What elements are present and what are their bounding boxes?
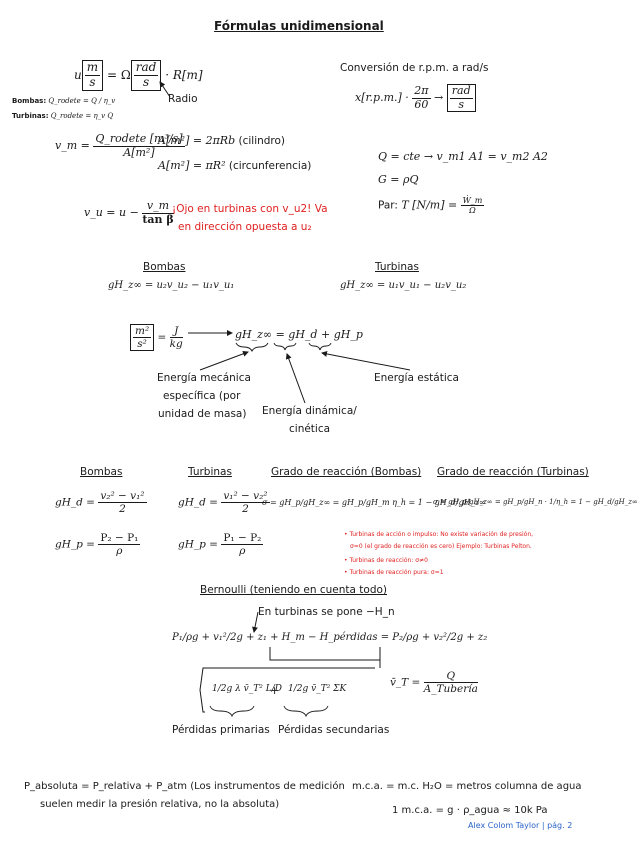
radio-arrow: [159, 81, 171, 98]
bombas-q-rodete: Bombas: Q_rodete = Q / η_v: [12, 97, 116, 105]
sigma-bombas: σ = gH_p/gH_z∞ = gH_p/gH_m η_h = 1 − gH_…: [262, 498, 486, 507]
losses-primary: 1/2g λ v̄_T² L/D: [212, 684, 282, 694]
label-energia-dinamica-2: cinética: [289, 423, 331, 435]
annotation-arrows: [159, 81, 411, 718]
label-energia-mecanica-2: específica (por: [163, 390, 241, 402]
label-energia-estatica: Energía estática: [374, 372, 459, 384]
loss-box-left: [199, 667, 205, 713]
turbinas-q-rodete: Turbinas: Q_rodete = η_v Q: [12, 112, 114, 120]
losses-plus: +: [270, 684, 280, 697]
pressure-absolute-line1: P_absoluta = P_relativa + P_atm (Los ins…: [24, 781, 345, 792]
label-energia-dinamica-1: Energía dinámica/: [262, 405, 357, 417]
note-accion-ejemplo: σ=0 (el grado de reacción es cero) Ejemp…: [350, 543, 532, 550]
turbine-warning-line2: en dirección opuesta a u₂: [178, 221, 312, 233]
arrow-dinamica: [285, 353, 306, 404]
label-perdidas-primarias: Pérdidas primarias: [172, 724, 270, 736]
turbinas-euler-equation: gH_z∞ = u₁v_u₁ − u₂v_u₂: [340, 280, 467, 291]
vm-equation: v_m = Q_rodete [m³/s]A[m²]: [55, 132, 185, 159]
radio-label: Radio: [168, 93, 198, 105]
sigma-turbinas: σ = gH_p/gH_z∞ = gH_p/gH_n · 1/η_h = 1 −…: [433, 498, 638, 506]
brace-primarias: [209, 705, 255, 718]
section-turbinas: Turbinas: [188, 466, 232, 478]
energy-equation: gH_z∞ = gH_d + gH_p: [235, 328, 363, 341]
label-energia-mecanica-1: Energía mecánica: [157, 372, 251, 384]
brace-dinamica: [273, 342, 297, 351]
mca-equation: 1 m.c.a. = g · ρ_agua ≈ 10k Pa: [392, 805, 548, 816]
note-reaccion-pura: • Turbinas de reacción pura: σ=1: [344, 569, 444, 576]
g-equation: G = ρQ: [378, 173, 419, 186]
conversion-title: Conversión de r.p.m. a rad/s: [340, 62, 489, 74]
bernoulli-turbine-note: En turbinas se pone −H_n: [258, 606, 395, 618]
turbine-warning-line1: ¡Ojo en turbinas con v_u2! Va: [172, 203, 328, 215]
losses-secondary: 1/2g v̄_T² ΣK: [288, 684, 347, 694]
area-cylinder: A[m²] = 2πRb (cilindro): [158, 134, 286, 147]
arrow-mecanica: [199, 350, 249, 371]
note-reaccion: • Turbinas de reacción: σ≠0: [344, 557, 428, 564]
brace-secundarias: [283, 705, 329, 718]
continuity-equation: Q = cte → v_m1 A1 = v_m2 A2: [378, 150, 548, 163]
section-grado-turbinas: Grado de reacción (Turbinas): [437, 466, 589, 478]
page-title: Fórmulas unidimensional: [214, 19, 384, 33]
area-circle: A[m²] = πR² (circunferencia): [158, 159, 312, 172]
pressure-absolute-line2: suelen medir la presión relativa, no la …: [40, 799, 280, 810]
arrow-estatica: [321, 351, 411, 371]
brace-mecanica: [235, 342, 269, 353]
label-energia-mecanica-3: unidad de masa): [158, 408, 247, 420]
bombas-euler-header: Bombas: [143, 261, 186, 273]
label-perdidas-secundarias: Pérdidas secundarias: [278, 724, 390, 736]
section-bombas: Bombas: [80, 466, 123, 478]
note-accion: • Turbinas de acción o impulso: No exist…: [344, 531, 534, 538]
arrow-hn: [252, 611, 259, 633]
page-footer: Alex Colom Taylor | pág. 2: [468, 821, 573, 830]
section-grado-bombas: Grado de reacción (Bombas): [271, 466, 422, 478]
bernoulli-equation: P₁/ρg + v₁²/2g + z₁ + H_m − H_pérdidas =…: [172, 632, 488, 643]
bernoulli-header: Bernoulli (teniendo en cuenta todo): [200, 584, 388, 596]
brace-estatica: [308, 342, 332, 351]
bombas-euler-equation: gH_z∞ = u₂v_u₂ − u₁v_u₁: [108, 280, 235, 291]
mca-definition: m.c.a. = m.c. H₂O = metros columna de ag…: [352, 781, 582, 792]
turbinas-euler-header: Turbinas: [375, 261, 419, 273]
perdidas-bracket: [269, 647, 381, 661]
